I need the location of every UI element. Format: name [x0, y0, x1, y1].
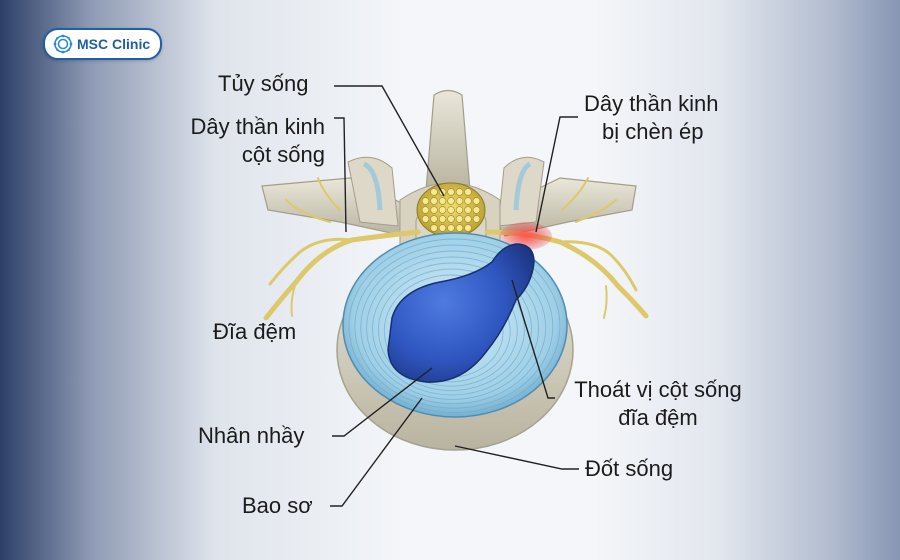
- label-spinal-nerve-line2: cột sống: [241, 142, 325, 167]
- spinal-cord-fibre: [472, 215, 481, 223]
- annulus-ring: [377, 268, 525, 392]
- annulus-ring: [366, 256, 540, 400]
- spinal-cord-fibre: [447, 224, 455, 232]
- label-disc: Đĩa đệm: [213, 318, 296, 346]
- spinal-cord-fibre: [464, 197, 472, 205]
- spinal-cord-fibre: [438, 215, 447, 223]
- spinal-cord-fibre: [438, 197, 447, 205]
- spinal-cord-fibre: [472, 206, 481, 214]
- annulus-ring: [348, 238, 561, 414]
- spinal-cord-fibre: [447, 197, 455, 205]
- leader-annulus: [330, 397, 423, 507]
- label-spinal-nerve: Dây thần kinh cột sống: [160, 113, 325, 169]
- leader-compressed-nerve: [535, 116, 578, 233]
- leader-vertebra: [454, 445, 579, 470]
- spinal-cord-fibre: [455, 188, 464, 196]
- label-vertebra: Đốt sống: [585, 455, 673, 483]
- brand-name: MSC Clinic: [77, 36, 151, 52]
- herniated-nucleus: [387, 243, 535, 383]
- spinal-cord-fibre: [472, 197, 481, 205]
- msc-clinic-logo[interactable]: MSC Clinic: [43, 28, 163, 60]
- spinous-process: [425, 89, 471, 191]
- spinal-cord-fibre: [430, 206, 438, 214]
- spinal-cord-fibre: [430, 224, 438, 232]
- leader-spinal-nerve: [334, 117, 347, 233]
- label-herniation: Thoát vị cột sống đĩa đệm: [556, 376, 760, 432]
- leader-spinal-cord: [334, 85, 445, 197]
- label-spinal-cord-text: Tủy sống: [218, 71, 309, 96]
- spinal-cord-fibre: [421, 206, 430, 214]
- annulus-ring: [360, 250, 547, 405]
- spinal-cord-fibre: [464, 215, 472, 223]
- label-compressed-nerve-line1: Dây thần kinh: [584, 91, 719, 116]
- spinal-cord-fibre: [464, 206, 472, 214]
- articular-process-left: [347, 156, 399, 227]
- spinal-cord-fibre: [447, 206, 455, 214]
- label-nucleus: Nhân nhầy: [198, 422, 304, 450]
- label-vertebra-text: Đốt sống: [585, 456, 674, 481]
- spinal-cord-fibre: [430, 188, 438, 196]
- spinal-cord-fibre: [421, 197, 430, 205]
- label-herniation-line1: Thoát vị cột sống: [574, 377, 742, 402]
- leader-lines: [330, 85, 579, 507]
- label-compressed-nerve-line2: bị chèn ép: [602, 119, 704, 144]
- spinal-cord-fibre: [430, 197, 438, 205]
- leader-herniation: [511, 279, 555, 399]
- spinal-cord-fibre: [430, 215, 438, 223]
- label-compressed-nerve: Dây thần kinh bị chèn ép: [584, 90, 719, 146]
- spinal-cord-fibre: [464, 188, 472, 196]
- annulus-ring: [354, 244, 554, 409]
- annulus-ring: [383, 274, 518, 387]
- articular-process-right: [497, 156, 545, 227]
- annulus-ring: [372, 262, 532, 396]
- spinal-cord-fibre: [438, 206, 447, 214]
- spinal-cord-fibre: [455, 224, 464, 232]
- spinal-cord-fibre: [438, 224, 447, 232]
- label-spinal-cord: Tủy sống: [218, 70, 309, 98]
- label-annulus-text: Bao sơ: [242, 493, 313, 518]
- spinal-cord-fibre: [447, 188, 455, 196]
- spinal-cord-fibre: [455, 215, 464, 223]
- label-nucleus-text: Nhân nhầy: [198, 423, 305, 448]
- clinic-emblem-icon: [53, 34, 73, 54]
- spinal-cord-fibre: [455, 206, 464, 214]
- leader-nucleus: [332, 367, 433, 437]
- label-disc-text: Đĩa đệm: [213, 319, 297, 344]
- label-annulus: Bao sơ: [242, 492, 313, 520]
- compression-site: [500, 222, 552, 250]
- spinal-cord-fibre: [421, 215, 430, 223]
- spinal-cord-fibre: [455, 197, 464, 205]
- spinal-cord-fibre: [464, 224, 472, 232]
- spinal-nerve-left: [263, 177, 421, 321]
- spinal-cord-fibre: [447, 215, 455, 223]
- label-herniation-line2: đĩa đệm: [618, 405, 698, 430]
- label-spinal-nerve-line1: Dây thần kinh: [190, 114, 325, 139]
